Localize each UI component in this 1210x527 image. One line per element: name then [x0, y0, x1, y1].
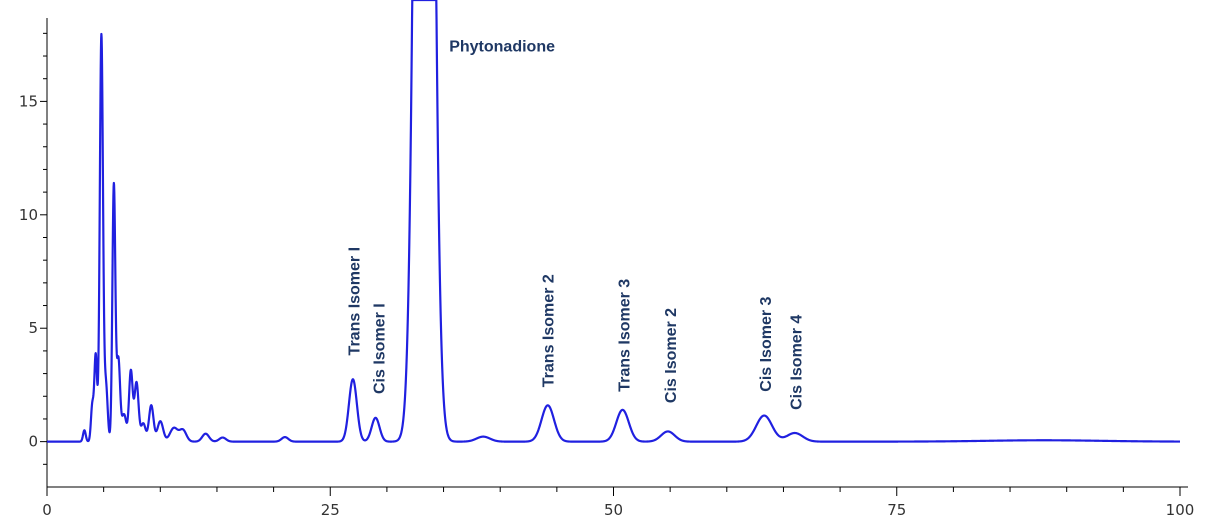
x-tick-label: 50 [604, 501, 623, 519]
y-tick-label: 10 [19, 206, 38, 224]
peak-label: Cis Isomer 3 [758, 296, 775, 391]
peak-label: Cis Isomer 4 [789, 315, 806, 410]
x-tick-label: 75 [887, 501, 906, 519]
peak-label: Cis Isomer I [372, 303, 389, 394]
chromatogram-trace [46, 0, 1181, 443]
peak-label: Cis Isomer 2 [663, 308, 680, 403]
x-axis: 0 25 50 75 100 [42, 486, 1195, 519]
y-axis: 0 5 10 15 [19, 18, 48, 487]
peak-label: Trans Isomer I [347, 247, 364, 356]
peak-label: Phytonadione [449, 38, 555, 55]
x-tick-label: 0 [42, 501, 52, 519]
peak-label: Trans Isomer 3 [616, 279, 633, 392]
y-tick-label: 5 [28, 319, 38, 337]
x-tick-label: 100 [1166, 501, 1195, 519]
y-tick-label: 0 [28, 433, 38, 451]
y-tick-label: 15 [19, 92, 38, 110]
x-tick-label: 25 [321, 501, 340, 519]
peak-label: Trans Isomer 2 [540, 274, 557, 387]
series-layer [46, 0, 1181, 443]
